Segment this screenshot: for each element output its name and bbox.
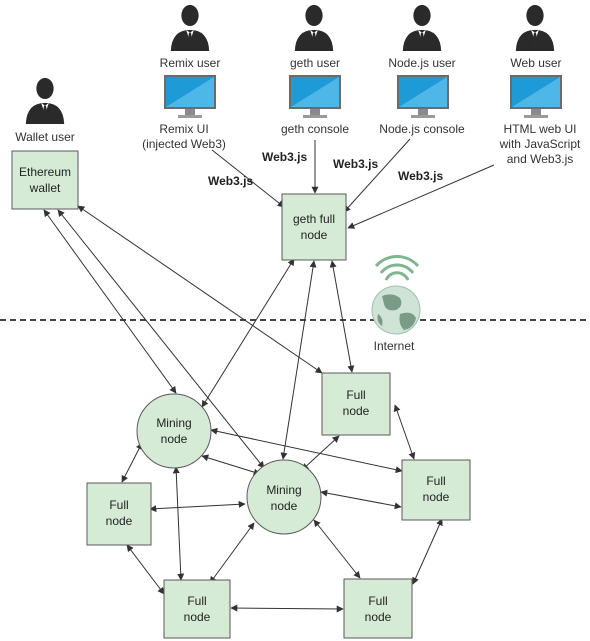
mining-left-mining-center-link [201, 454, 261, 476]
nodejs-user-group: Node.js user Node.js console [379, 4, 465, 136]
full-node-line2: node [423, 490, 450, 504]
full-node-line1: Full [346, 388, 365, 402]
internet-globe-icon [371, 255, 421, 335]
wallet-user-group: Wallet user Ethereum wallet [11, 77, 79, 210]
mining-node-line2: node [271, 499, 298, 513]
wallet-user-label: Wallet user [15, 130, 75, 144]
remix-caption-line1: Remix UI [159, 122, 208, 136]
wallet-mining-left-link [43, 209, 177, 394]
geth-full-node: geth full node [281, 193, 347, 261]
remix-to-geth-arrow [211, 149, 285, 208]
full-top-right-mid-right-link [393, 404, 416, 460]
web3-label-nodejs: Web3.js [333, 157, 378, 171]
monitor-icon [397, 75, 449, 118]
mining-node-line2: node [161, 432, 188, 446]
person-icon [25, 77, 65, 124]
full-node-line2: node [365, 610, 392, 624]
full-node-bottom-right: Full node [343, 578, 413, 639]
mining-center-full-mid-right-link [320, 489, 402, 510]
full-node-line1: Full [187, 594, 206, 608]
web-caption-line2: with JavaScript [499, 137, 581, 151]
full-node-left: Full node [86, 482, 152, 546]
full-node-box [401, 459, 471, 521]
web-user-group: Web user HTML web UI with JavaScript and… [499, 4, 581, 166]
network-connections [43, 205, 443, 613]
full-node-box [343, 578, 413, 639]
monitor-icon [510, 75, 562, 118]
nodejs-caption-line1: Node.js console [379, 122, 465, 136]
person-icon [402, 4, 442, 51]
mining-center-full-bottom-left-link [209, 522, 255, 584]
web-to-geth-arrow [347, 164, 495, 229]
geth-caption-line1: geth console [281, 122, 349, 136]
remix-caption-line2: (injected Web3) [142, 137, 226, 151]
person-icon [294, 4, 334, 51]
full-node-line2: node [184, 610, 211, 624]
full-node-box [321, 372, 391, 436]
geth-mining-center-link [280, 260, 317, 460]
mining-node-circle [246, 459, 322, 535]
geth-full-node-box [281, 193, 347, 261]
geth-user-group: geth user geth console [281, 4, 349, 136]
mining-left-full-bottom-left-link [172, 466, 185, 581]
geth-mining-left-link [201, 258, 295, 408]
mining-node-line1: Mining [266, 483, 301, 497]
full-node-line2: node [106, 514, 133, 528]
full-node-box [163, 579, 231, 639]
full-left-full-bottom-left-link [126, 544, 165, 595]
geth-node-line2: node [301, 228, 328, 242]
full-left-mining-center-link [149, 500, 246, 513]
nodejs-to-geth-arrow [343, 138, 411, 213]
mining-center-full-bottom-right-link [313, 519, 361, 579]
internet-label: Internet [374, 339, 415, 353]
full-bottom-left-bottom-right-link [230, 604, 344, 613]
mining-node-line1: Mining [156, 416, 191, 430]
full-node-mid-right: Full node [401, 459, 471, 521]
full-node-line1: Full [368, 594, 387, 608]
mining-node-left: Mining node [136, 393, 212, 469]
full-node-bottom-left: Full node [163, 579, 231, 639]
mining-left-full-mid-right-link [210, 427, 403, 474]
full-bottom-right-mid-right-link [412, 518, 443, 585]
full-node-box [86, 482, 152, 546]
mining-node-circle [136, 393, 212, 469]
person-icon [170, 4, 210, 51]
web-user-label: Web user [510, 56, 561, 70]
full-node-line1: Full [426, 474, 445, 488]
user-connections [211, 138, 495, 229]
monitor-icon [164, 75, 216, 118]
web3-label-web: Web3.js [398, 169, 443, 183]
person-icon [515, 4, 555, 51]
web-caption-line3: and Web3.js [507, 152, 574, 166]
nodejs-user-label: Node.js user [388, 56, 455, 70]
monitor-icon [289, 75, 341, 118]
full-node-line2: node [343, 404, 370, 418]
ethereum-wallet-box [11, 150, 79, 210]
remix-user-group: Remix user Remix UI (injected Web3) [142, 4, 226, 151]
geth-user-label: geth user [290, 56, 340, 70]
geth-full-top-right-link [329, 260, 355, 373]
ethereum-wallet-line1: Ethereum [19, 165, 71, 179]
mining-node-center: Mining node [246, 459, 322, 535]
full-node-line1: Full [109, 498, 128, 512]
remix-user-label: Remix user [160, 56, 221, 70]
mining-left-full-left-link [121, 442, 143, 483]
ethereum-wallet-line2: wallet [29, 181, 61, 195]
web-caption-line1: HTML web UI [504, 122, 577, 136]
web3-label-geth: Web3.js [262, 150, 307, 164]
geth-node-line1: geth full [293, 212, 335, 226]
full-node-top-right: Full node [321, 372, 391, 436]
web3-label-remix: Web3.js [208, 174, 253, 188]
